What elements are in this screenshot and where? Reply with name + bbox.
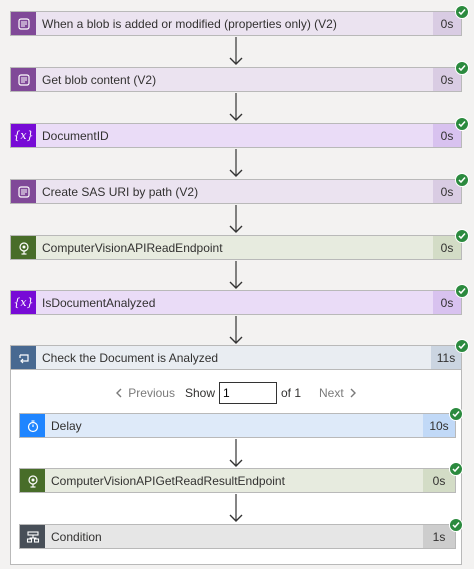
step-label: When a blob is added or modified (proper… xyxy=(42,16,337,31)
success-check-icon xyxy=(455,5,469,19)
blob-storage-icon xyxy=(11,180,36,203)
flow-arrow-icon xyxy=(229,93,243,121)
until-loop-icon xyxy=(11,346,36,369)
next-button[interactable]: Next xyxy=(319,386,358,400)
show-label: Show xyxy=(184,386,215,400)
success-check-icon xyxy=(449,407,463,421)
blob-storage-icon xyxy=(11,12,36,35)
step-duration: 11s xyxy=(431,346,461,369)
success-check-icon xyxy=(455,229,469,243)
step-label: Condition xyxy=(51,529,102,544)
page-number-input[interactable] xyxy=(219,382,277,404)
step-duration: 0s xyxy=(433,180,461,203)
step-duration: 10s xyxy=(423,414,455,437)
variable-icon: {x} xyxy=(11,291,36,314)
step-card-is-document-analyzed[interactable]: {x} IsDocumentAnalyzed 0s xyxy=(10,290,462,315)
step-card-cv-get-read-result[interactable]: ComputerVisionAPIGetReadResultEndpoint 0… xyxy=(19,468,456,493)
page-count-label: of 1 xyxy=(281,386,302,400)
step-card-document-id[interactable]: {x} DocumentID 0s xyxy=(10,123,462,148)
success-check-icon xyxy=(449,518,463,532)
previous-button[interactable]: Previous xyxy=(114,386,175,400)
success-check-icon xyxy=(455,173,469,187)
step-duration: 0s xyxy=(433,12,461,35)
flow-arrow-icon xyxy=(229,316,243,344)
chevron-right-icon xyxy=(350,388,356,398)
flow-arrow-icon xyxy=(229,149,243,177)
step-card-cv-read-endpoint[interactable]: ComputerVisionAPIReadEndpoint 0s xyxy=(10,235,462,260)
success-check-icon xyxy=(455,339,469,353)
previous-label: Previous xyxy=(128,386,175,400)
condition-icon xyxy=(20,525,45,548)
step-card-create-sas[interactable]: Create SAS URI by path (V2) 0s xyxy=(10,179,462,204)
flow-arrow-icon xyxy=(229,439,243,467)
chevron-left-icon xyxy=(116,388,122,398)
flow-arrow-icon xyxy=(229,261,243,289)
computer-vision-icon xyxy=(11,236,36,259)
step-label: DocumentID xyxy=(42,128,109,143)
step-card-delay[interactable]: Delay 10s xyxy=(19,413,456,438)
step-label: Create SAS URI by path (V2) xyxy=(42,184,199,199)
step-label: IsDocumentAnalyzed xyxy=(42,295,156,310)
step-card-condition[interactable]: Condition 1s xyxy=(19,524,456,549)
flow-arrow-icon xyxy=(229,205,243,233)
flow-arrow-icon xyxy=(229,494,243,522)
flow-arrow-icon xyxy=(229,37,243,65)
step-label: ComputerVisionAPIReadEndpoint xyxy=(42,240,223,255)
iteration-pager: Previous Show of 1 Next xyxy=(10,380,462,406)
step-card-get-blob[interactable]: Get blob content (V2) 0s xyxy=(10,67,462,92)
blob-storage-icon xyxy=(11,68,36,91)
step-duration: 0s xyxy=(433,124,461,147)
next-label: Next xyxy=(319,386,344,400)
step-duration: 0s xyxy=(423,469,455,492)
success-check-icon xyxy=(455,61,469,75)
step-card-blob-trigger[interactable]: When a blob is added or modified (proper… xyxy=(10,11,462,36)
step-duration: 0s xyxy=(433,68,461,91)
step-label: Get blob content (V2) xyxy=(42,72,157,87)
variable-icon: {x} xyxy=(11,124,36,147)
computer-vision-icon xyxy=(20,469,45,492)
step-label: Check the Document is Analyzed xyxy=(42,350,219,365)
step-duration: 1s xyxy=(423,525,455,548)
success-check-icon xyxy=(455,284,469,298)
step-duration: 0s xyxy=(433,236,461,259)
timer-icon xyxy=(20,414,45,437)
step-duration: 0s xyxy=(433,291,461,314)
step-label: Delay xyxy=(51,418,82,433)
success-check-icon xyxy=(449,462,463,476)
step-label: ComputerVisionAPIGetReadResultEndpoint xyxy=(51,473,285,488)
step-card-until-loop[interactable]: Check the Document is Analyzed 11s xyxy=(10,345,462,370)
success-check-icon xyxy=(455,117,469,131)
